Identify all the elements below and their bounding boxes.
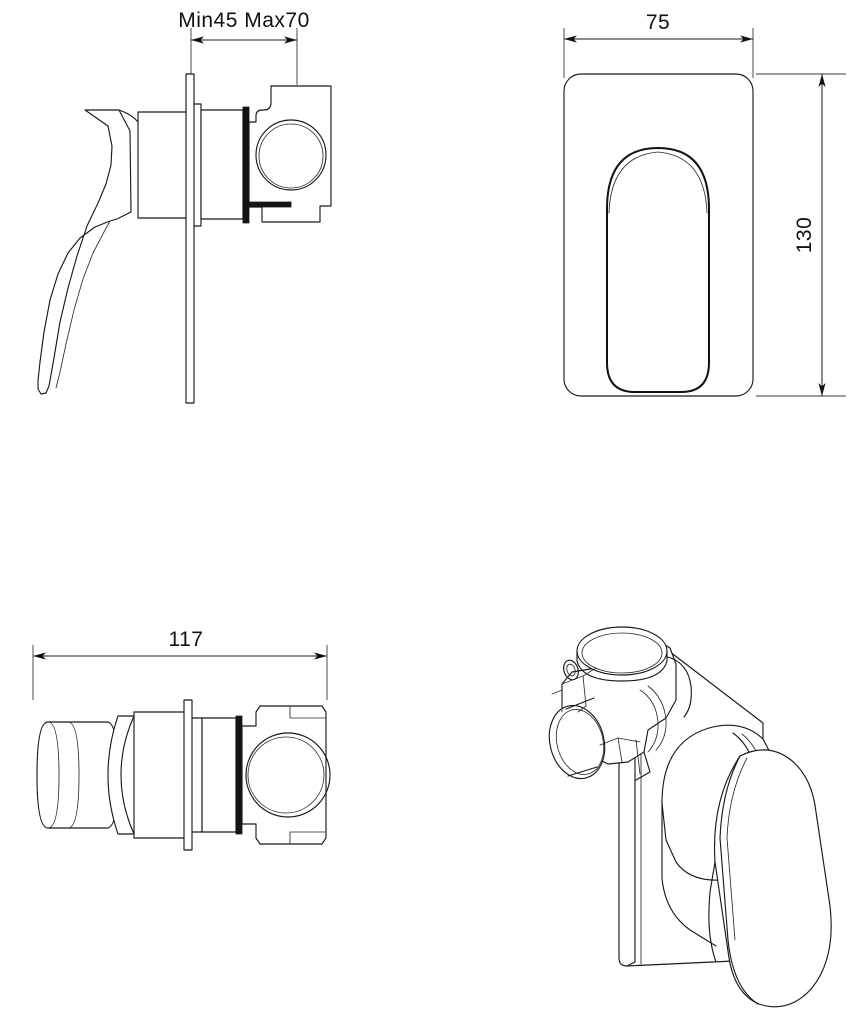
wall-plate-edge-plan [183,699,193,851]
valve-port-top-wall-iso [576,650,668,682]
dimension-wall-thickness-range: Min45 Max70 [178,9,310,85]
valve-port-outer-circle [255,119,327,191]
valve-port-front-inner-iso [555,709,605,775]
wall-plate-edge [185,73,195,404]
valve-body-collar2-iso [647,685,667,751]
lever-arch-highlight [608,151,708,214]
valve-port-top-inner-iso [581,632,663,674]
valve-body-block-plan [241,705,327,845]
valve-port-outer-circle-plan [245,732,331,818]
view-top-plan: 117 [32,628,331,851]
valve-body-rib-e-iso [617,737,623,763]
lever-handle-iso [713,749,832,1008]
wall-plate-front [563,73,754,397]
lever-handle-side [37,109,132,395]
handle-body-transition [118,109,139,123]
dimension-label-wall-thickness: Min45 Max70 [178,9,310,32]
lever-crease-iso [719,755,759,1005]
valve-body-rib-b-iso [577,675,587,713]
valve-body-step-top-plan [289,705,327,719]
mixer-body-barrel [137,111,191,219]
handle-cylinder-plan [36,721,119,829]
valve-neck-detail-iso [635,739,641,775]
valve-body-block [248,85,332,223]
valve-body-rib-c-iso [551,689,563,713]
dimension-label-plate-width: 75 [646,11,670,34]
handle-cylinder-seam [67,721,80,829]
lever-handle-crease [55,220,111,389]
valve-port-top-iso [576,626,668,676]
mixer-body-skirt-iso [661,802,717,947]
valve-gasket [242,106,250,224]
view-front-elevation: 75 130 [563,11,846,397]
valve-sleeve [200,109,244,220]
valve-port-inner-circle-plan [247,736,325,814]
valve-body-step-bottom-plan [289,831,327,845]
dimension-label-plate-height: 130 [793,217,816,254]
dimension-plate-height: 130 [756,73,846,397]
view-side-elevation: Min45 Max70 [37,9,332,404]
view-isometric [548,626,832,1008]
lever-tail-iso [708,861,717,963]
lever-handle-front-silhouette [606,147,710,393]
dimension-total-depth: 117 [32,628,328,700]
valve-body-hole-inner-iso [566,663,576,677]
handle-cylinder-endcap [47,721,60,829]
valve-neck-iso [635,751,651,781]
valve-port-front-wall-iso [565,697,598,777]
valve-body-collar-iso [639,689,659,753]
valve-sleeve-plan [201,717,237,833]
valve-gasket-plan [235,715,243,835]
valve-body-shim [248,201,292,208]
valve-port-rear-iso [667,656,692,718]
dimension-plate-width: 75 [563,11,754,78]
lever-crease2-iso [726,757,748,941]
mixer-body-barrel-plan [133,711,191,839]
dimension-label-total-depth: 117 [169,628,204,651]
valve-port-inner-circle [258,123,324,189]
